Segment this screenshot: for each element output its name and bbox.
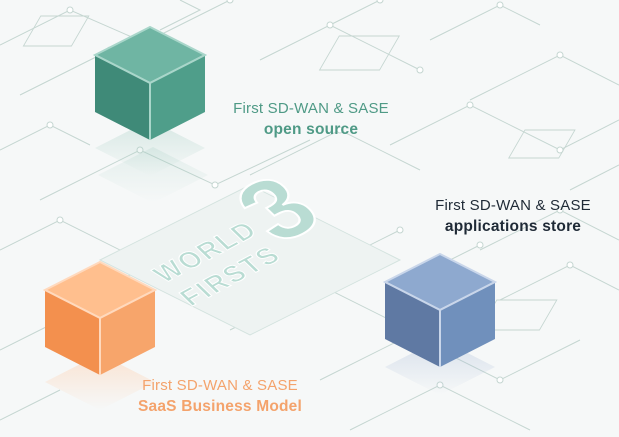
blue-cube [382,252,498,395]
feature-line1: First SD-WAN & SASE [435,197,591,214]
feature-line1: First SD-WAN & SASE [233,100,389,117]
feature-label-applications-store: First SD-WAN & SASE applications store [413,195,613,237]
feature-line2: SaaS Business Model [137,398,303,415]
center-platform [98,184,402,336]
feature-line1: First SD-WAN & SASE [142,377,298,394]
feature-label-saas-business-model: First SD-WAN & SASE SaaS Business Model [115,375,325,417]
feature-line2: open source [263,121,359,138]
orange-cube [42,260,158,410]
feature-label-open-source: First SD-WAN & SASE open source [216,98,406,140]
green-cube [92,25,208,203]
feature-line2: applications store [444,218,582,235]
